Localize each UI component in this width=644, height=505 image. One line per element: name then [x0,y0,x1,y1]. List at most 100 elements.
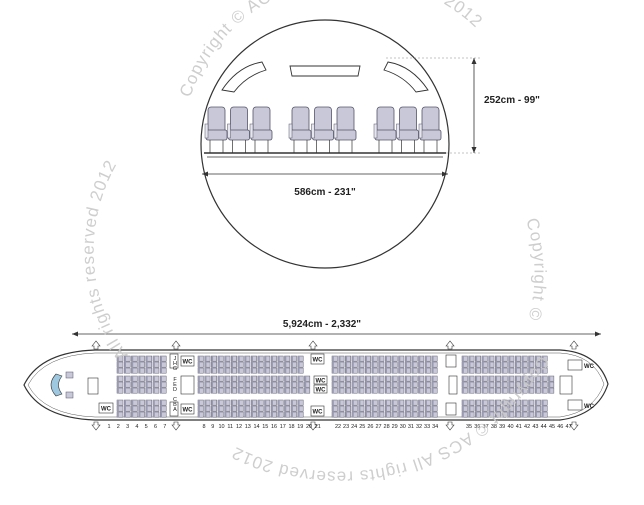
seat [217,411,224,418]
seat [257,355,264,362]
cabin-cross-section: 586cm - 231" 252cm - 99" [200,19,540,269]
seat [250,405,257,412]
seat [391,355,398,362]
seat-letter: J [174,356,177,362]
wc-label: WC [584,364,595,370]
row-number: 9 [211,424,214,430]
seat [371,355,378,362]
seat [488,405,495,412]
row-number: 15 [262,424,268,430]
row-number: 41 [516,424,522,430]
seat [338,411,345,418]
seat [250,361,257,368]
row-number: 25 [359,424,365,430]
seat [284,405,291,412]
seat [391,399,398,406]
seat [290,387,297,394]
seat [277,367,284,374]
seat [481,405,488,412]
seat [514,387,521,394]
seat [481,387,488,394]
row-number: 35 [466,424,472,430]
seat [145,375,153,382]
seat [284,361,291,368]
seat [244,355,251,362]
seat [508,375,515,382]
seat [159,381,167,388]
seat [384,399,391,406]
seat [231,355,237,362]
row-number: 36 [474,424,480,430]
height-label: 252cm - 99" [484,95,540,106]
cross-section-seat [333,106,357,153]
seat [116,381,124,388]
height-arrow-top [471,58,477,64]
seat [514,355,521,362]
seat [514,361,521,368]
seat [131,381,138,388]
seat [475,387,481,394]
exit-arrow-down [445,421,455,431]
seat [237,367,244,374]
seat [197,399,204,406]
seat [501,375,508,382]
row-number: 44 [541,424,547,430]
seat [534,399,541,406]
seat [297,367,304,374]
seat [270,399,277,406]
seat [495,411,501,418]
watermark-right: Copyright © [522,216,549,323]
cockpit-seat-right [65,391,74,399]
seat [197,405,204,412]
seat-letter: B [173,402,177,408]
seat [237,387,244,394]
seat [351,387,358,394]
row-number: 1 [107,424,110,430]
seat [488,361,495,368]
seat [138,355,145,362]
seat [211,375,217,382]
seat [424,367,431,374]
seat [331,361,338,368]
seat [284,381,291,388]
seat [211,361,217,368]
seat [521,411,528,418]
seat [514,367,521,374]
row-number: 26 [367,424,373,430]
seat [237,375,244,382]
seat [495,405,501,412]
seat [488,381,495,388]
seat [257,411,264,418]
seat [541,399,548,406]
seat [391,405,398,412]
seat [378,361,385,368]
seat [264,405,271,412]
seat [541,381,548,388]
seat [351,375,358,382]
seat [270,405,277,412]
seat [481,355,488,362]
seat-letter: D [173,387,177,393]
seat [159,361,167,368]
seat [277,375,284,382]
cross-section-seats [204,106,442,153]
seat [521,361,528,368]
seat [338,367,345,374]
seat [495,355,501,362]
row-number: 4 [135,424,138,430]
exit-arrow-up [569,340,579,350]
seat [384,355,391,362]
seat [204,361,211,368]
seat [145,381,153,388]
seat [481,361,488,368]
seat [138,405,145,412]
seat [411,387,418,394]
seat [123,405,131,412]
seat [418,411,425,418]
seat [224,367,231,374]
seat [398,375,405,382]
seat [297,405,304,412]
seat [284,387,291,394]
seat [345,361,351,368]
seat [508,387,515,394]
